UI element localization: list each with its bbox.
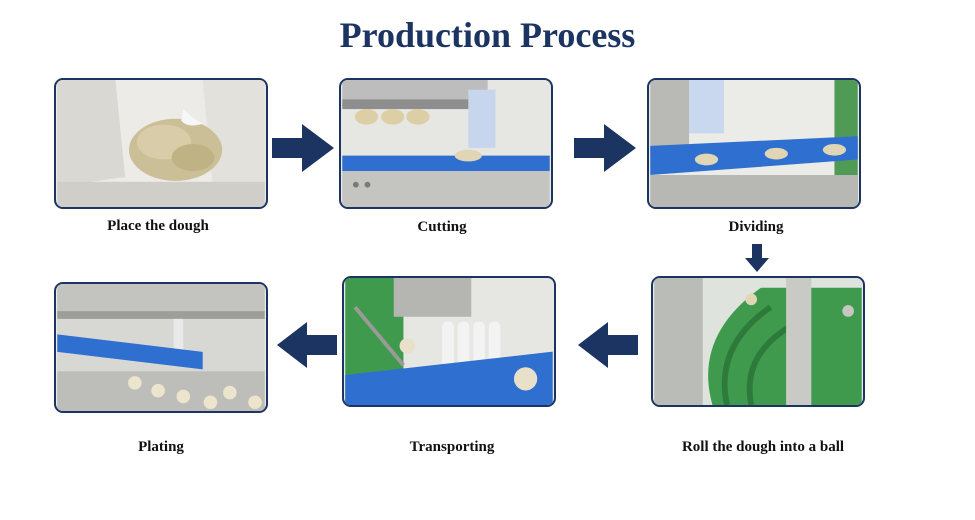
step-label-transporting: Transporting xyxy=(409,439,495,455)
step-photo-transporting xyxy=(342,276,556,407)
step-photo-cutting xyxy=(339,78,553,209)
step-photo-dividing xyxy=(647,78,861,209)
arrow-right-icon xyxy=(272,124,334,172)
arrow-left-icon xyxy=(277,322,337,368)
arrow-right-icon xyxy=(574,124,636,172)
page-title: Production Process xyxy=(339,15,636,55)
step-label-plating: Plating xyxy=(138,439,184,455)
step-label-dividing: Dividing xyxy=(728,219,784,235)
step-label-cutting: Cutting xyxy=(417,219,467,235)
arrow-down-icon xyxy=(745,244,769,272)
step-label-place-dough: Place the dough xyxy=(107,218,209,234)
step-photo-place-dough xyxy=(54,78,268,209)
step-photo-plating xyxy=(54,282,268,413)
arrow-left-icon xyxy=(578,322,638,368)
step-photo-roll-ball xyxy=(651,276,865,407)
step-label-roll-ball: Roll the dough into a ball xyxy=(681,439,845,455)
